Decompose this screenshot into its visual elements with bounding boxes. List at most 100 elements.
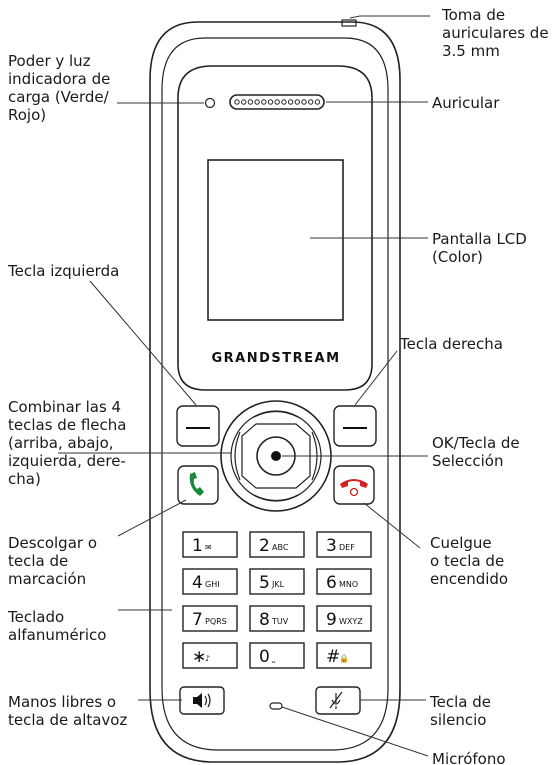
earpiece-hole [308, 99, 314, 105]
onhook-key[interactable] [333, 465, 375, 505]
earpiece-hole [294, 99, 300, 105]
key-7-cap [182, 605, 238, 632]
key-8-sub-label: TUV [271, 617, 289, 626]
key-star-main-label: ∗ [192, 647, 206, 667]
key-9-cap [316, 605, 372, 632]
callout-line: 3.5 mm [442, 42, 500, 60]
speaker-waves-icon [204, 693, 211, 708]
callout-line: silencio [430, 711, 486, 729]
key-3-sub-label: DEF [339, 543, 355, 552]
microphone-hole [269, 702, 283, 710]
key-hash-cap [316, 642, 372, 669]
callout-line: encendido [430, 570, 508, 588]
key-0-sub-label: ⎵ [272, 654, 276, 663]
key-0[interactable]: 0⎵ [249, 642, 305, 669]
key-7-main-label: 7 [192, 610, 203, 630]
callout-line: Micrófono [432, 750, 506, 765]
navigation-pad [241, 423, 311, 489]
earpiece-hole [287, 99, 294, 105]
key-2-main-label: 2 [259, 536, 270, 556]
callout-line: auriculares de [442, 24, 549, 42]
key-0-cap [249, 642, 305, 669]
callout-line: Selección [432, 452, 504, 470]
callout-line: (Color) [432, 248, 483, 266]
callout-line: Teclado [7, 608, 64, 626]
callout-line: tecla de [8, 552, 68, 570]
arrow-down-icon[interactable] [251, 493, 301, 502]
key-5-sub-label: JKL [271, 580, 285, 589]
key-0-main-label: 0 [259, 647, 270, 667]
callout-line: OK/Tecla de [432, 434, 520, 452]
callout-line: Tecla derecha [399, 335, 503, 353]
callout-right-softkey: Tecla derecha [399, 335, 503, 353]
right-softkey[interactable] [333, 405, 377, 447]
key-1-sub-label: ✉ [205, 543, 212, 552]
key-star-cap [182, 642, 238, 669]
handset-outer-shell [149, 21, 401, 763]
headset-jack [341, 19, 357, 27]
key-6-sub-label: MNO [339, 580, 358, 589]
callout-line: marcación [8, 570, 86, 588]
key-hash[interactable]: #🔒 [316, 642, 372, 669]
key-1-main-label: 1 [192, 536, 203, 556]
callout-line: Descolgar o [8, 534, 97, 552]
key-2-cap [249, 531, 305, 558]
callout-line: Poder y luz [8, 52, 91, 70]
callout-line: tecla de altavoz [8, 711, 127, 729]
left-softkey[interactable] [176, 405, 220, 447]
callout-line: Auricular [432, 94, 500, 112]
mute-key[interactable] [315, 686, 361, 715]
ok-key-dot-icon [271, 451, 281, 461]
key-1[interactable]: 1✉ [182, 531, 238, 558]
speaker-icon [193, 693, 202, 708]
key-7-sub-label: PQRS [205, 617, 227, 626]
earpiece-hole [261, 99, 267, 105]
key-4-sub-label: GHI [205, 580, 220, 589]
phone-red-icon [340, 479, 368, 488]
leader-lines [58, 15, 430, 757]
callout-earpiece: Auricular [432, 94, 500, 112]
earpiece-hole [314, 99, 321, 105]
key-star[interactable]: ∗♪ [182, 642, 238, 669]
callout-line: Tecla de [429, 693, 491, 711]
key-9-sub-label: WXYZ [339, 617, 363, 626]
brand-logo: GRANDSTREAM [211, 351, 340, 366]
offhook-key[interactable] [177, 465, 219, 505]
earpiece-hole [247, 99, 254, 105]
key-5-cap [249, 568, 305, 595]
callout-line: indicadora de [8, 70, 110, 88]
arrow-up-icon[interactable] [251, 410, 301, 419]
earpiece-hole [274, 99, 280, 105]
earpiece-hole [234, 99, 240, 105]
key-8-main-label: 8 [259, 610, 270, 630]
mute-mic-icon [329, 691, 343, 709]
earpiece-holes [234, 99, 321, 105]
callout-line: Manos libres o [8, 693, 116, 711]
earpiece-hole [254, 99, 260, 105]
callout-line: izquierda, dere- [8, 452, 126, 470]
callout-line: cha) [8, 470, 41, 488]
key-5-main-label: 5 [259, 573, 270, 593]
callout-line: Toma de [441, 6, 505, 24]
arrow-left-icon[interactable] [234, 431, 241, 481]
key-8-cap [249, 605, 305, 632]
